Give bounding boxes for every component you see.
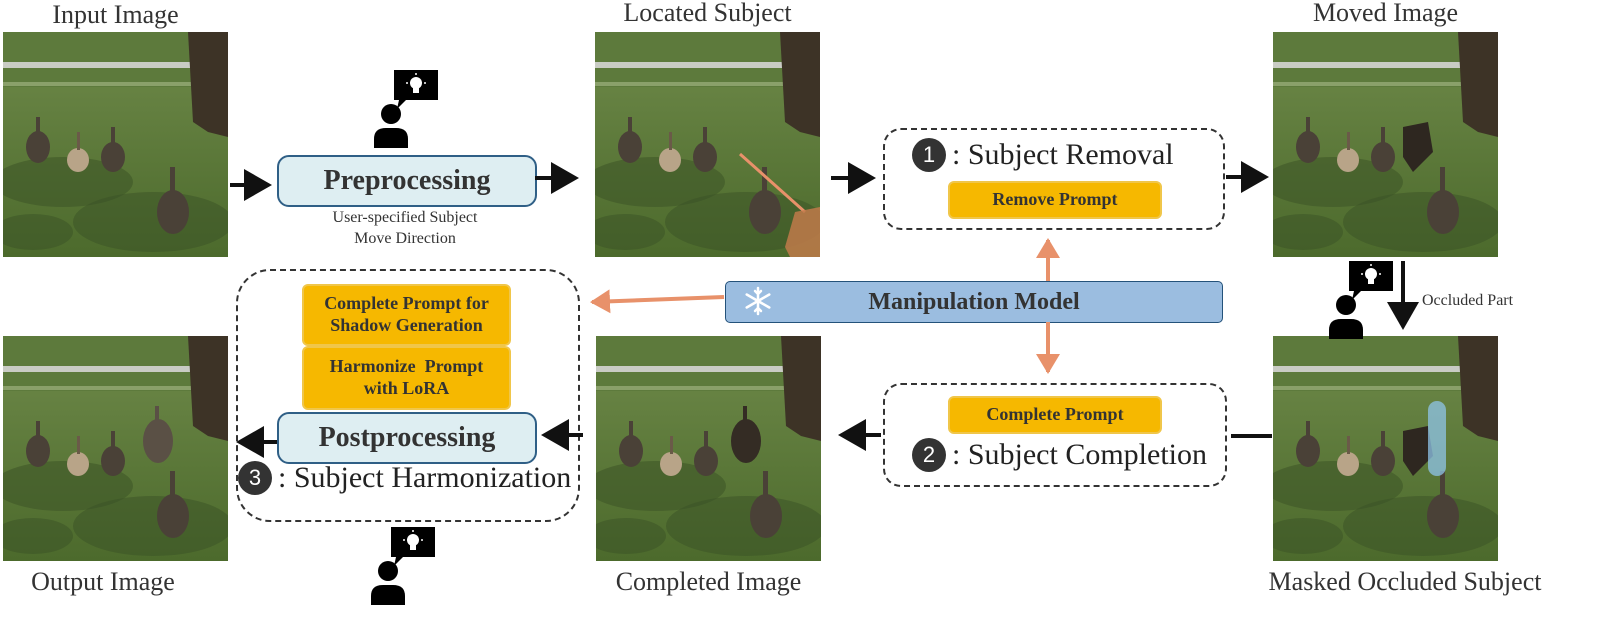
subject-removal-text: : Subject Removal xyxy=(952,138,1174,171)
snowflake-icon xyxy=(745,286,771,316)
completed-image xyxy=(596,336,821,561)
complete-prompt-label: Complete Prompt xyxy=(986,404,1124,425)
shadow-prompt-line2: Shadow Generation xyxy=(330,315,483,335)
preprocessing-note-line2: Move Direction xyxy=(354,229,456,247)
preprocessing-note-line1: User-specified Subject xyxy=(332,209,478,226)
step-1-badge: 1 xyxy=(912,138,946,172)
preprocessing-label: Preprocessing xyxy=(323,165,491,196)
user-idea-icon xyxy=(371,527,435,605)
masked-occluded-subject-image xyxy=(1273,336,1498,561)
user-idea-icon xyxy=(374,70,438,148)
postprocessing-label: Postprocessing xyxy=(318,422,496,453)
remove-prompt-label: Remove Prompt xyxy=(992,189,1118,210)
caption-located-subject: Located Subject xyxy=(623,0,792,27)
output-image xyxy=(3,336,228,561)
caption-moved-image: Moved Image xyxy=(1312,0,1459,27)
caption-input-image: Input Image xyxy=(52,0,179,29)
caption-masked-occluded-subject: Masked Occluded Subject xyxy=(1268,567,1542,596)
preprocessing-note: User-specified Subject Move Direction xyxy=(280,208,530,250)
subject-harmonization-text: : Subject Harmonization xyxy=(278,461,572,494)
shadow-prompt-line1: Complete Prompt for xyxy=(324,293,489,314)
subject-harmonization-label: 3 : Subject Harmonization xyxy=(238,461,571,495)
arrow-model-to-harmonization xyxy=(590,289,725,314)
manipulation-model-label: Manipulation Model xyxy=(868,288,1080,315)
occluded-part-label: Occluded Part xyxy=(1422,292,1514,309)
remove-prompt: Remove Prompt xyxy=(948,181,1162,219)
moved-image xyxy=(1273,32,1498,257)
preprocessing-box: Preprocessing xyxy=(277,155,537,207)
caption-completed-image: Completed Image xyxy=(615,567,802,596)
postprocessing-box: Postprocessing xyxy=(277,412,537,464)
subject-removal-label: 1 : Subject Removal xyxy=(912,138,1174,172)
subject-removal-box xyxy=(883,128,1225,230)
complete-prompt: Complete Prompt xyxy=(948,396,1162,434)
subject-completion-text: : Subject Completion xyxy=(952,438,1207,471)
step-2-badge: 2 xyxy=(912,438,946,472)
step-3-badge: 3 xyxy=(238,461,272,495)
caption-output-image: Output Image xyxy=(31,567,175,596)
subject-completion-label: 2 : Subject Completion xyxy=(912,438,1207,472)
shadow-prompt: Complete Prompt for Shadow Generation xyxy=(302,284,511,346)
located-subject-image xyxy=(595,32,820,257)
manipulation-model-box: Manipulation Model xyxy=(725,281,1223,323)
harmonize-prompt-line2: with LoRA xyxy=(363,378,450,398)
harmonize-prompt-line1: Harmonize Prompt xyxy=(329,356,484,377)
subject-harmonization-box xyxy=(236,269,580,522)
harmonize-prompt: Harmonize Prompt with LoRA xyxy=(302,346,511,410)
user-idea-icon xyxy=(1329,261,1393,339)
subject-completion-box xyxy=(883,383,1227,487)
